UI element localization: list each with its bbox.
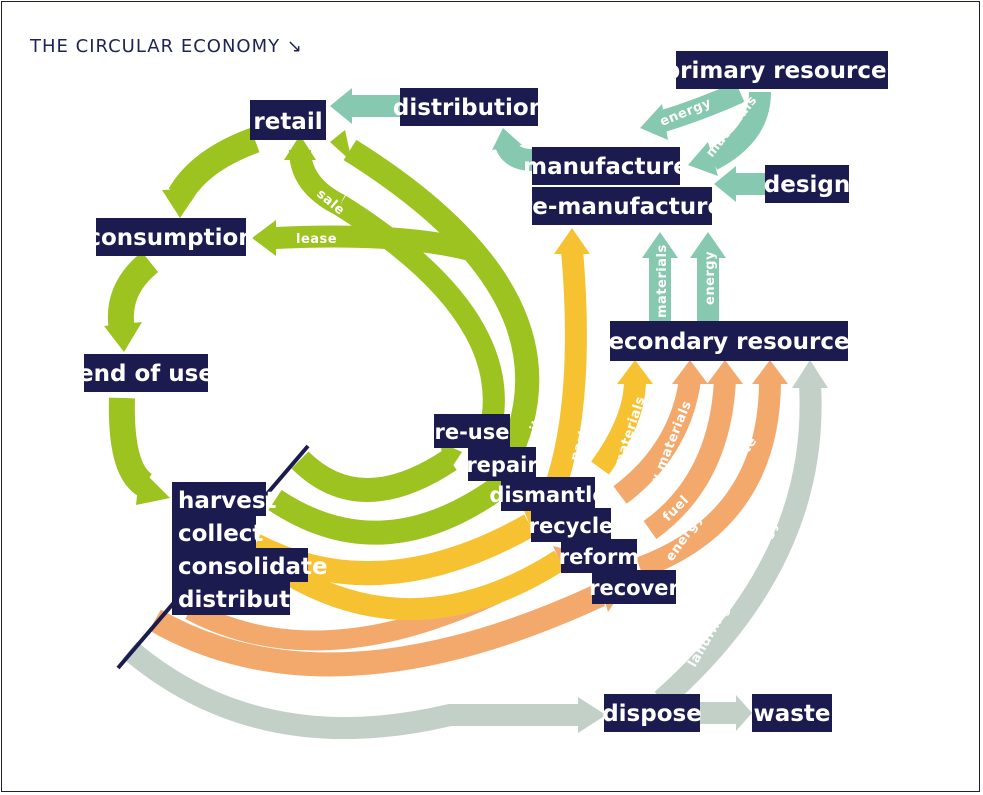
- node-harvest-group: harvest collect consolidate distribute: [172, 482, 328, 615]
- node-re-manufacture: re-manufacture: [521, 187, 723, 225]
- energy-from-waste-arrowhead: [752, 360, 788, 384]
- lease-label: lease: [296, 232, 337, 247]
- node-design: design: [764, 165, 850, 203]
- to-dispose-arrowhead: [578, 697, 606, 733]
- green-flows: sale lease items: [104, 127, 555, 545]
- node-primary-resources-label: primary resources: [664, 58, 901, 84]
- node-recycle: recycle: [529, 508, 614, 542]
- materials-mid-arrowhead: [642, 232, 678, 258]
- manufacture-to-distribution-arrowhead: [492, 128, 522, 150]
- teal-flows: energy materials materials energy: [330, 81, 771, 324]
- fuel-arrowhead: [707, 360, 743, 384]
- to-waste-arrowhead: [736, 695, 752, 731]
- sale-arrowhead: [284, 135, 316, 160]
- items-arrowhead: [330, 130, 352, 162]
- node-repair-label: repair: [466, 453, 538, 477]
- node-end-of-use-label: end of use: [78, 361, 214, 387]
- new-materials-arrowhead: [672, 360, 708, 384]
- node-distribution: distribution: [393, 88, 545, 126]
- node-distribute-label: distribute: [178, 587, 306, 613]
- materials-mid-label: materials: [655, 244, 670, 318]
- diagram-title: THE CIRCULAR ECONOMY ↘: [29, 36, 303, 57]
- node-retail-label: retail: [253, 109, 322, 135]
- lease-arrowhead: [252, 220, 276, 256]
- node-dismantle-label: dismantle: [489, 483, 606, 507]
- energy-mid-arrowhead: [690, 232, 726, 258]
- materials-top-arrowhead: [688, 142, 718, 176]
- node-dismantle: dismantle: [489, 477, 607, 511]
- node-collect-label: collect: [178, 521, 263, 547]
- distribution-to-retail-arrowhead: [330, 88, 352, 124]
- node-re-manufacture-label: re-manufacture: [521, 194, 723, 220]
- node-harvest-label: harvest: [178, 488, 277, 514]
- node-reform: reform: [559, 539, 639, 573]
- end-of-use-to-harvest-arrowhead: [136, 468, 170, 505]
- node-consolidate-label: consolidate: [178, 554, 328, 580]
- node-dispose-label: dispose: [602, 701, 702, 727]
- re-use-arrowhead: [440, 442, 462, 476]
- energy-top-arrowhead: [640, 104, 668, 140]
- node-re-use-label: re-use: [434, 420, 509, 444]
- node-recycle-label: recycle: [529, 514, 614, 538]
- node-waste: waste: [752, 694, 832, 732]
- node-reform-label: reform: [559, 545, 639, 569]
- design-arrowhead: [714, 166, 736, 202]
- landfill-arrowhead: [792, 360, 828, 388]
- node-manufacture: manufacture: [523, 147, 689, 185]
- node-re-use: re-use: [434, 414, 510, 448]
- node-dispose: dispose: [602, 694, 702, 732]
- node-recover: recover: [589, 570, 680, 604]
- node-consumption: consumption: [87, 218, 255, 256]
- energy-mid-label: energy: [703, 251, 718, 305]
- parts-arrowhead: [554, 228, 590, 254]
- node-end-of-use: end of use: [78, 354, 214, 392]
- node-secondary-resources-label: secondary resources: [595, 329, 864, 355]
- node-secondary-resources: secondary resources: [595, 321, 864, 361]
- node-primary-resources: primary resources: [664, 51, 901, 89]
- retail-to-consumption-arrowhead: [162, 188, 200, 218]
- consumption-to-end-of-use-arrowhead: [104, 322, 142, 352]
- node-waste-label: waste: [753, 701, 830, 727]
- node-repair: repair: [466, 447, 538, 481]
- node-retail: retail: [250, 100, 326, 140]
- materials-yellow-arrowhead: [617, 360, 653, 384]
- node-consumption-label: consumption: [87, 225, 254, 251]
- node-recover-label: recover: [589, 576, 679, 600]
- node-design-label: design: [764, 172, 850, 198]
- node-manufacture-label: manufacture: [523, 154, 689, 180]
- node-distribution-label: distribution: [393, 95, 545, 121]
